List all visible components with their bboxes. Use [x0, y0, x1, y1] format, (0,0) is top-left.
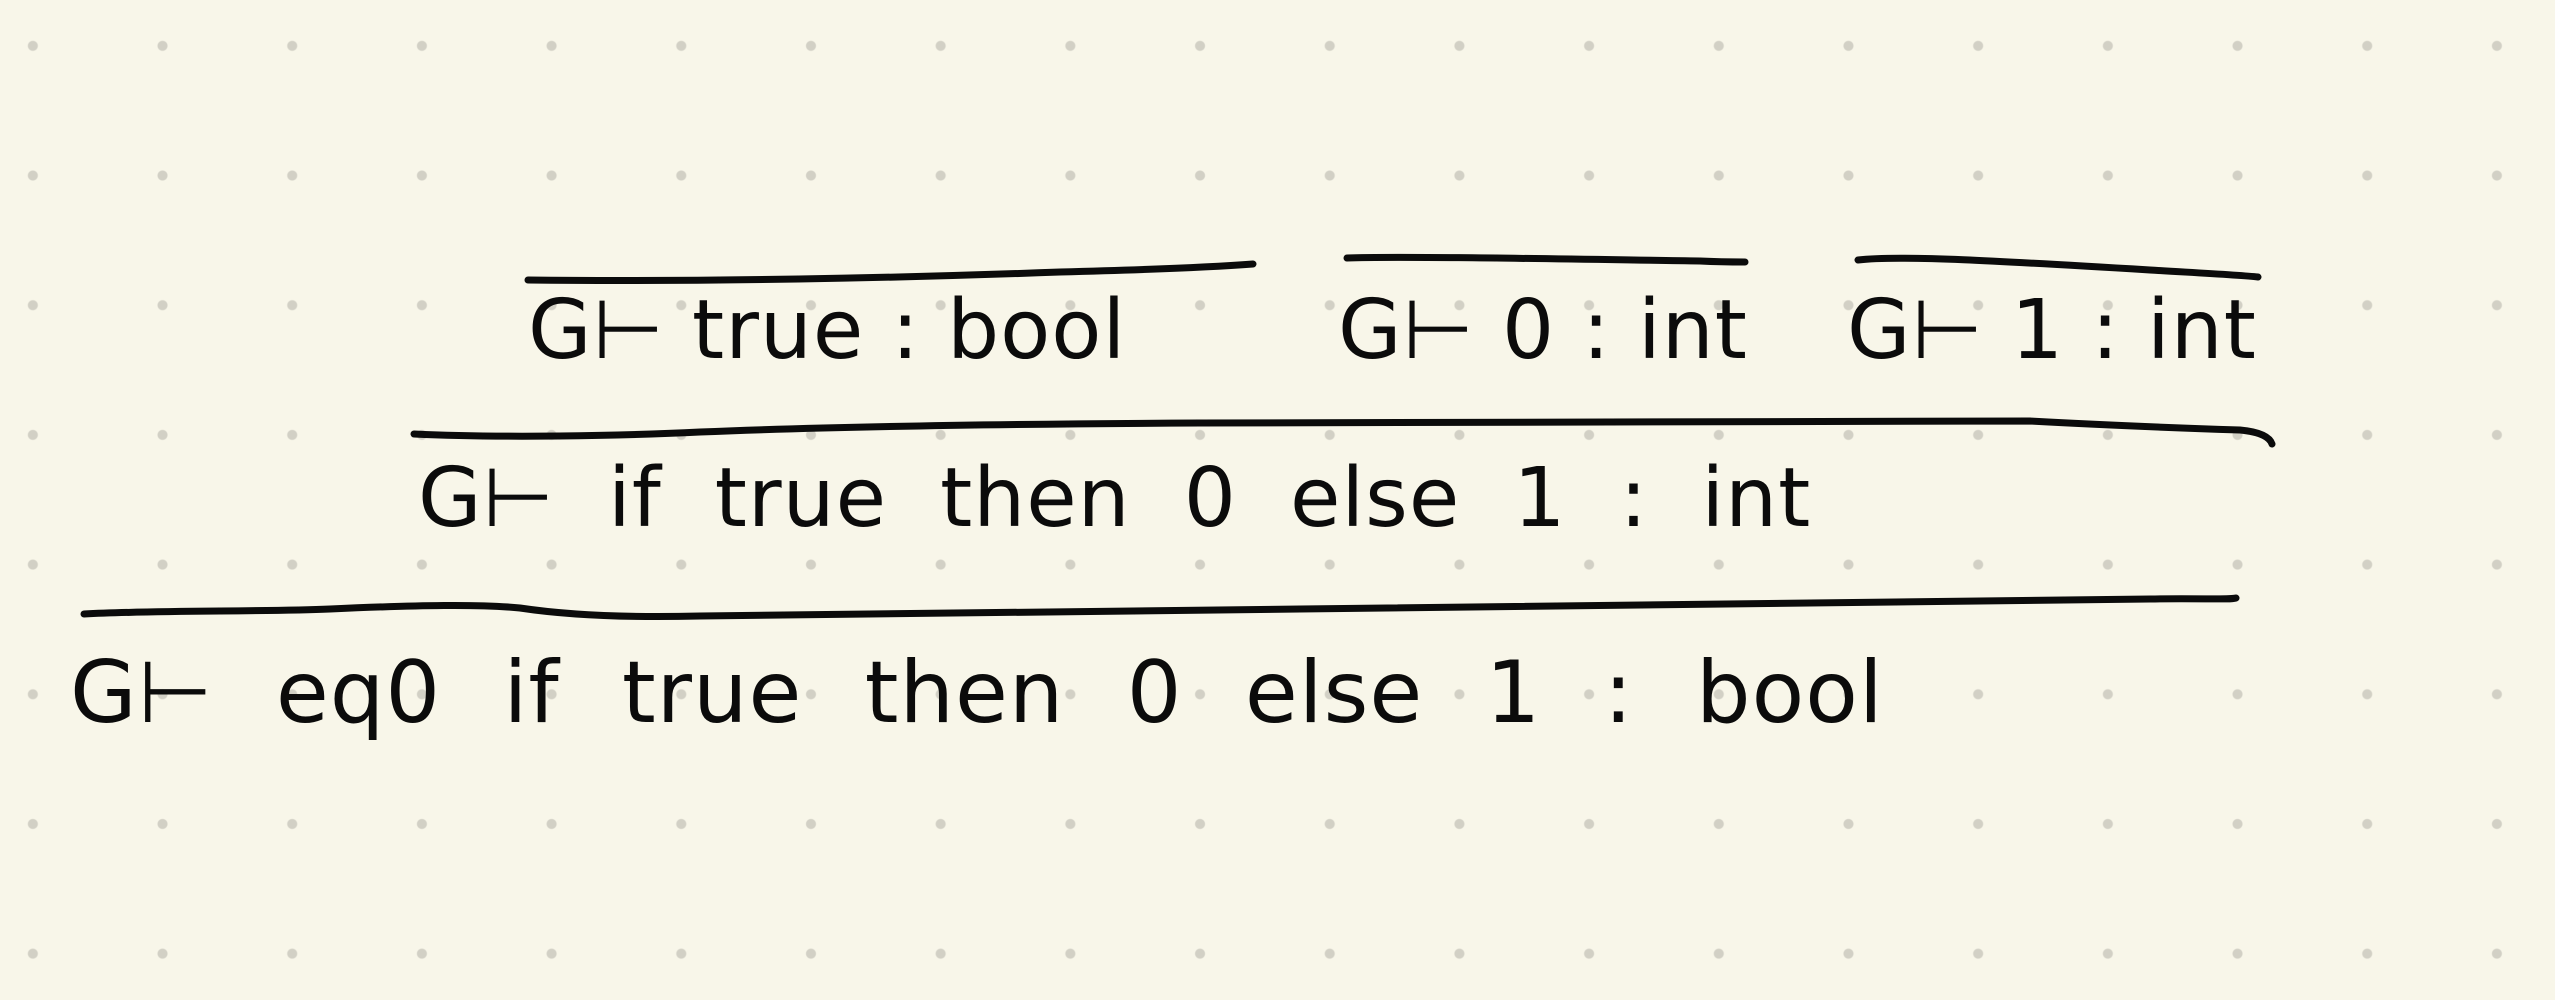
- conclusion-judgment: G⊢ eq0 if true then 0 else 1 : bool: [70, 643, 1884, 743]
- premise-zero-judgment: G⊢ 0 : int: [1338, 283, 1748, 378]
- middle-judgment: G⊢ if true then 0 else 1 : int: [418, 451, 1812, 546]
- premise-bool-judgment: G⊢ true : bool: [528, 283, 1127, 378]
- premise-one-judgment: G⊢ 1 : int: [1847, 283, 2257, 378]
